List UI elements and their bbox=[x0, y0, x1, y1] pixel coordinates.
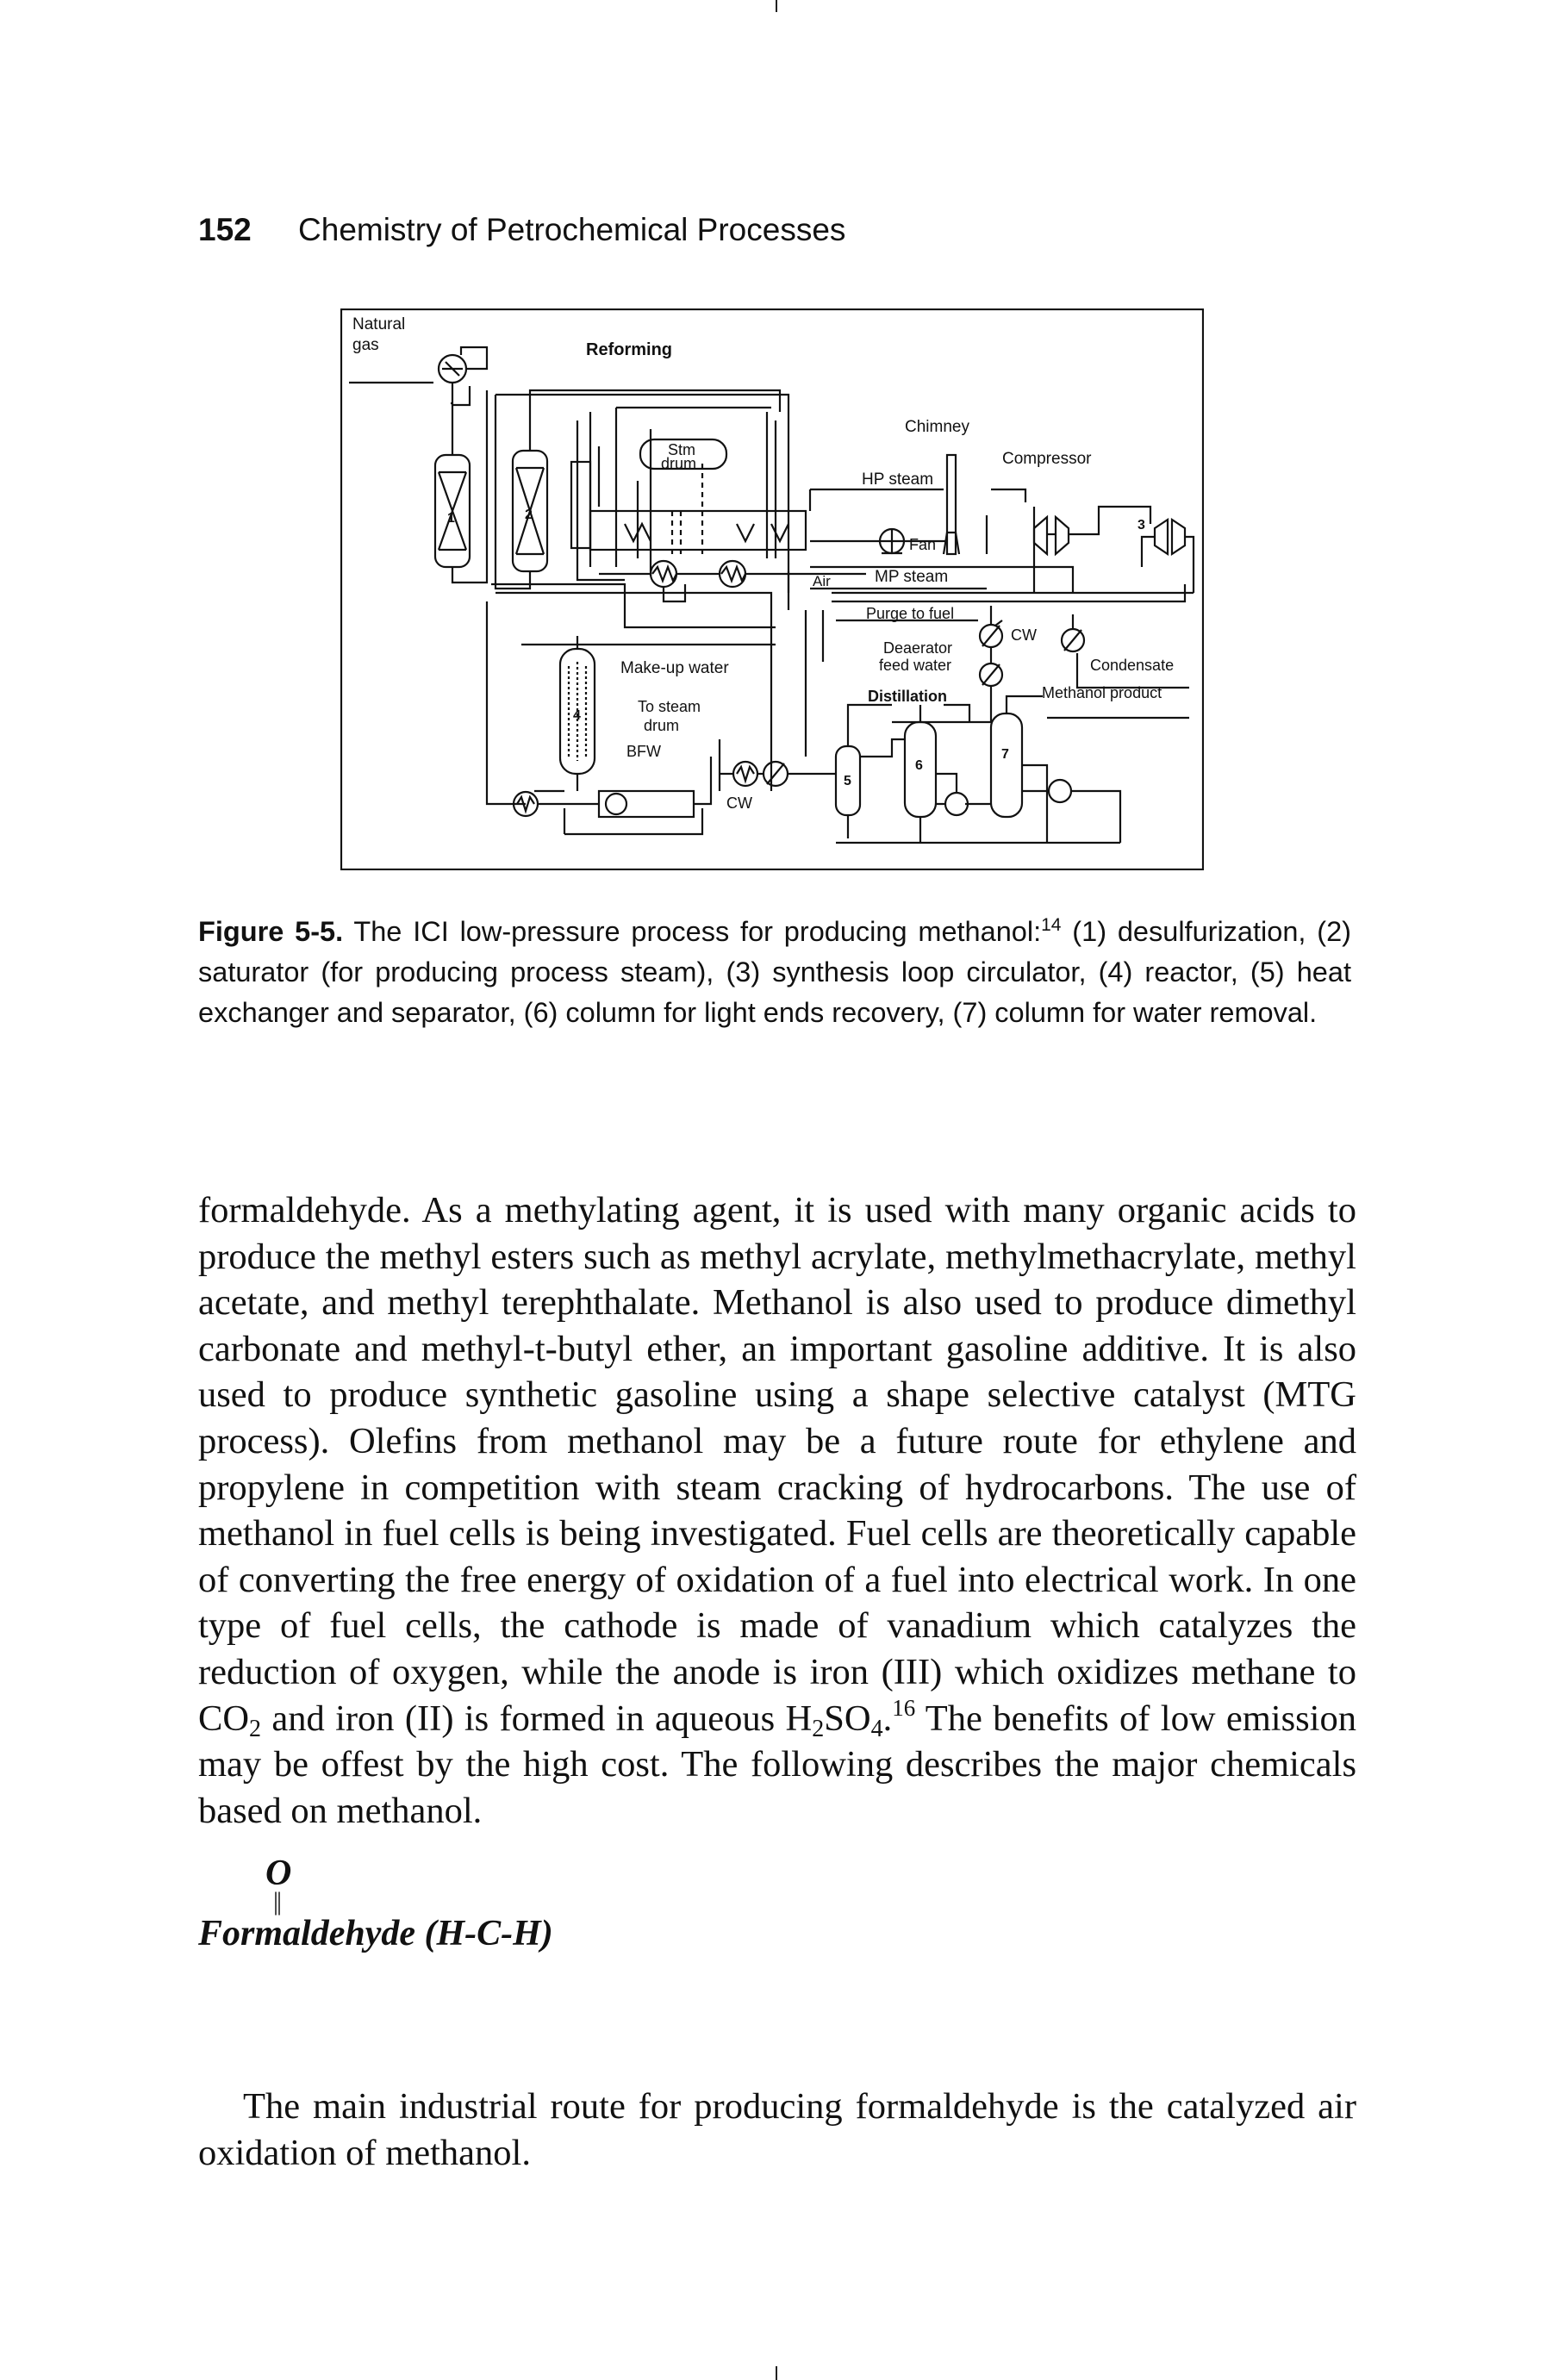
running-title: Chemistry of Petrochemical Processes bbox=[298, 212, 846, 247]
section-heading-formula: O || Formaldehyde (H-C-H) bbox=[198, 1854, 553, 1954]
steam-drum bbox=[639, 438, 728, 470]
caption-text-a: The ICI low-pressure process for produci… bbox=[343, 916, 1042, 947]
body-paragraph-1: formaldehyde. As a methylating agent, it… bbox=[198, 1187, 1356, 1834]
reformer-convection-section bbox=[589, 509, 807, 551]
p1-text-e: The benefits of low emission may be offe… bbox=[198, 1698, 1356, 1831]
figure-frame bbox=[340, 308, 1204, 870]
label-to-steam: To steam bbox=[638, 698, 701, 715]
compressor-symbol bbox=[1032, 514, 1070, 557]
label-distillation: Distillation bbox=[868, 688, 947, 705]
section-heading-text: Formaldehyde (H-C-H) bbox=[198, 1914, 553, 1953]
label-hp-steam: HP steam bbox=[862, 470, 933, 489]
double-bond-mark: || bbox=[273, 1887, 282, 1916]
crop-mark-top bbox=[776, 0, 777, 12]
circulator-3-symbol bbox=[1153, 517, 1187, 557]
label-cw-1: CW bbox=[1011, 626, 1037, 644]
label-fan: Fan bbox=[909, 536, 936, 553]
label-unit-5: 5 bbox=[844, 774, 851, 788]
running-header: 152 Chemistry of Petrochemical Processes bbox=[198, 212, 845, 248]
label-bfw: BFW bbox=[626, 743, 661, 760]
diagram-labels: Natural gas Reforming Chimney Compressor… bbox=[352, 315, 1174, 812]
flow-diagram-svg: Natural gas Reforming Chimney Compressor… bbox=[340, 308, 1204, 870]
label-air: Air bbox=[813, 573, 831, 589]
label-unit-1: 1 bbox=[447, 511, 455, 526]
label-purge-to-fuel: Purge to fuel bbox=[866, 605, 954, 622]
label-unit-4: 4 bbox=[573, 708, 581, 723]
column-vessel-7 bbox=[989, 712, 1024, 819]
label-unit-3: 3 bbox=[1138, 518, 1145, 533]
p1-text-d: . bbox=[882, 1698, 893, 1739]
p1-subscript-h2: 2 bbox=[812, 1715, 825, 1742]
carbonyl-oxygen: O bbox=[265, 1854, 292, 1893]
label-to-steam-drum: drum bbox=[644, 717, 679, 734]
label-unit-6: 6 bbox=[915, 758, 923, 773]
label-condensate: Condensate bbox=[1090, 657, 1174, 674]
label-drum: drum bbox=[661, 455, 696, 472]
p1-reference-16: 16 bbox=[892, 1694, 916, 1721]
page-number: 152 bbox=[198, 212, 252, 247]
reboiler-6 bbox=[944, 791, 969, 817]
label-stm: Stm bbox=[668, 441, 695, 458]
process-flow-diagram: Natural gas Reforming Chimney Compressor… bbox=[340, 308, 1204, 870]
caption-reference: 14 bbox=[1041, 915, 1062, 936]
crop-mark-bottom bbox=[776, 2366, 777, 2380]
label-make-up-water: Make-up water bbox=[620, 659, 729, 677]
label-methanol-product: Methanol product bbox=[1042, 684, 1162, 701]
p1-subscript-so4: 4 bbox=[870, 1715, 883, 1742]
label-feed-water: feed water bbox=[879, 657, 951, 674]
label-chimney: Chimney bbox=[905, 418, 969, 436]
label-unit-2: 2 bbox=[525, 508, 533, 522]
p1-text-b: and iron (II) is formed in aqueous H bbox=[261, 1698, 813, 1739]
label-deaerator: Deaerator bbox=[883, 639, 952, 657]
heat-exchanger-symbol-2 bbox=[718, 559, 747, 589]
label-cw-2: CW bbox=[726, 794, 752, 812]
label-unit-7: 7 bbox=[1001, 747, 1009, 762]
label-mp-steam: MP steam bbox=[875, 568, 948, 586]
caption-text-b: (1) desulfurization, (2) saturator (for … bbox=[198, 916, 1351, 1028]
label-gas: gas bbox=[352, 336, 379, 354]
body-paragraph-2: The main industrial route for producing … bbox=[198, 2086, 1356, 2173]
figure-label: Figure 5-5. bbox=[198, 916, 344, 947]
heat-exchanger-symbol bbox=[649, 559, 678, 589]
figure-caption: Figure 5-5. The ICI low-pressure process… bbox=[198, 912, 1351, 1033]
section-heading-formaldehyde: O || Formaldehyde (H-C-H) bbox=[198, 1854, 553, 1954]
p1-subscript-co2: 2 bbox=[249, 1715, 262, 1742]
reboiler-7 bbox=[1047, 778, 1073, 804]
chimney-stack bbox=[945, 453, 957, 556]
label-compressor: Compressor bbox=[1002, 450, 1092, 468]
label-reforming: Reforming bbox=[586, 340, 672, 359]
p1-text-a: formaldehyde. As a methylating agent, it… bbox=[198, 1190, 1356, 1739]
p1-text-c: SO bbox=[824, 1698, 871, 1739]
label-natural: Natural bbox=[352, 315, 405, 333]
reformer-tube-left bbox=[570, 460, 592, 550]
